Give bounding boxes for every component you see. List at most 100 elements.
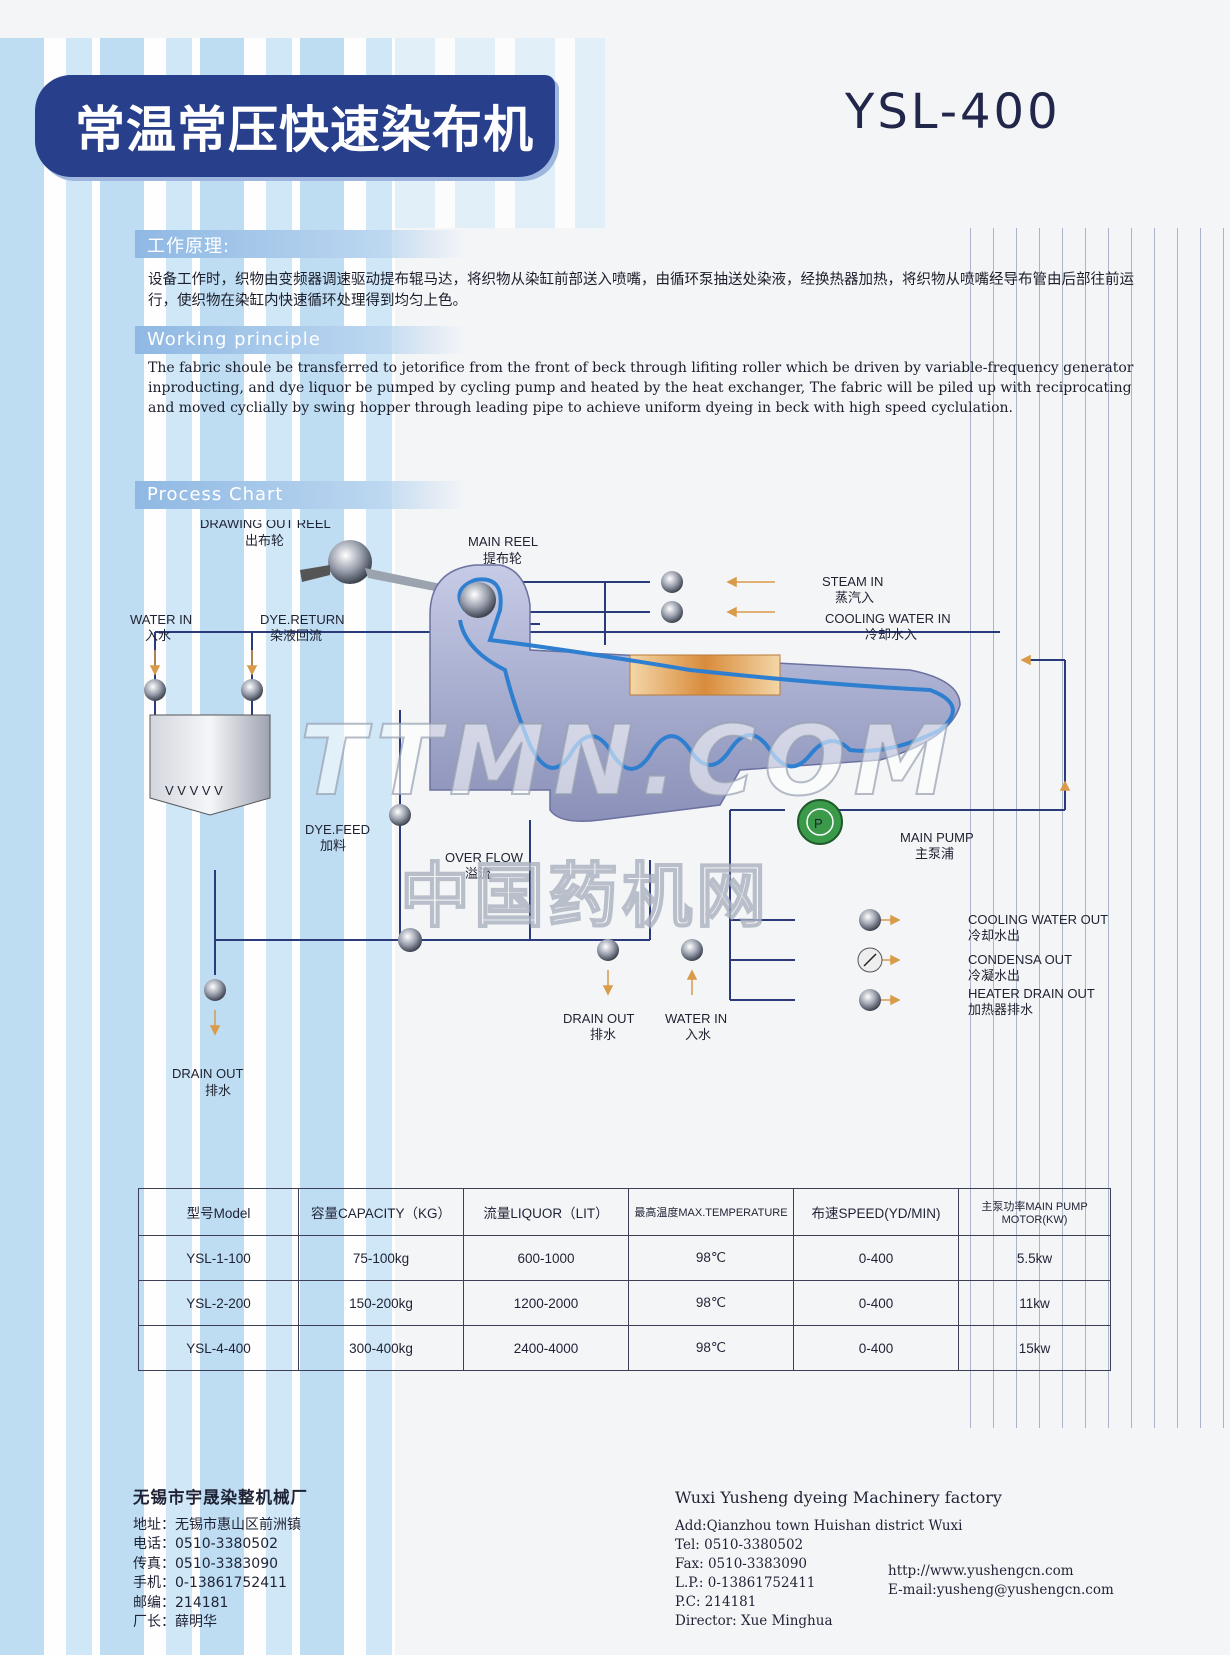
- principle-cn-text: 设备工作时，织物由变频器调速驱动提布辊马达，将织物从染缸前部送入喷嘴，由循环泵抽…: [148, 272, 1134, 309]
- section-label-principle-en: Working principle: [147, 329, 321, 350]
- page-title: 常温常压快速染布机: [75, 101, 534, 159]
- watermark-chinese: 中国药机网: [399, 854, 770, 938]
- label-steam-in: STEAM IN: [822, 574, 883, 589]
- table-cell: 600-1000: [463, 1235, 629, 1281]
- email-link[interactable]: E-mail:yusheng@yushengcn.com: [888, 1582, 1114, 1598]
- label-dye-feed-cn: 加料: [320, 838, 346, 853]
- label-drain-out-tank: DRAIN OUT: [172, 1066, 244, 1081]
- director-cn: 厂长：薛明华: [133, 1614, 217, 1630]
- label-main-reel: MAIN REEL: [468, 534, 538, 549]
- fax-cn: 传真：0510-3383090: [133, 1555, 279, 1572]
- label-main-pump: MAIN PUMP: [900, 830, 974, 845]
- label-dye-feed: DYE.FEED: [305, 822, 370, 837]
- label-condensa-out: CONDENSA OUT: [968, 952, 1072, 967]
- tel-cn: 电话：0510-3380502: [133, 1536, 279, 1552]
- label-drain-out-tank-cn: 排水: [205, 1083, 231, 1098]
- label-drawing-out-reel: DRAWING OUT REEL: [200, 520, 331, 531]
- principle-en-text: The fabric shoule be transferred to jeto…: [148, 360, 1134, 416]
- spec-table: 型号Model 容量CAPACITY（KG） 流量LIQUOR（LIT） 最高温…: [138, 1188, 1111, 1371]
- company-name-cn: 无锡市宇晟染整机械厂: [133, 1488, 308, 1507]
- pump-symbol: P: [814, 816, 823, 831]
- table-cell: 75-100kg: [298, 1235, 464, 1281]
- label-main-pump-cn: 主泵浦: [915, 846, 954, 861]
- table-cell: 98℃: [628, 1325, 794, 1371]
- website-link[interactable]: http://www.yushengcn.com: [888, 1563, 1074, 1579]
- main-pump-icon: [797, 799, 843, 845]
- label-water-in-cn: 入水: [145, 628, 171, 643]
- label-cooling-water-out: COOLING WATER OUT: [968, 912, 1108, 927]
- section-bar-process: [135, 481, 465, 509]
- table-cell: 0-400: [793, 1325, 959, 1371]
- table-cell: YSL-1-100: [138, 1235, 299, 1281]
- table-cell: 2400-4000: [463, 1325, 629, 1371]
- spec-header-temperature: 最高温度MAX.TEMPERATURE: [628, 1188, 794, 1236]
- spec-header-capacity: 容量CAPACITY（KG）: [298, 1188, 464, 1236]
- section-label-principle-cn: 工作原理:: [147, 236, 231, 257]
- label-cooling-water-in-cn: 冷却水入: [865, 627, 917, 642]
- table-cell: YSL-4-400: [138, 1325, 299, 1371]
- company-name-en: Wuxi Yusheng dyeing Machinery factory: [675, 1488, 1002, 1507]
- footer-web: http://www.yushengcn.com E-mail:yusheng@…: [888, 1562, 1114, 1600]
- spec-header-liquor: 流量LIQUOR（LIT）: [463, 1188, 629, 1236]
- spec-header-speed: 布速SPEED(YD/MIN): [793, 1188, 959, 1236]
- title-badge: [35, 75, 555, 177]
- table-cell: 98℃: [628, 1280, 794, 1326]
- label-over-flow: OVER FLOW: [445, 850, 524, 865]
- label-heater-drain-out: HEATER DRAIN OUT: [968, 986, 1095, 1001]
- watermark-latin: TTMN.COM: [299, 704, 958, 818]
- valve-icons: [144, 571, 881, 1011]
- label-water-in: WATER IN: [130, 612, 192, 627]
- lp-en: L.P.: 0-13861752411: [675, 1575, 816, 1591]
- label-dye-return: DYE.RETURN: [260, 612, 345, 627]
- section-bar-principle-en: [135, 326, 465, 354]
- label-dye-return-cn: 染液回流: [270, 628, 322, 643]
- drawing-out-reel-icon: [328, 540, 372, 584]
- fax-en: Fax: 0510-3383090: [675, 1556, 807, 1572]
- label-heater-drain-out-cn: 加热器排水: [968, 1002, 1033, 1017]
- label-water-in-vessel: WATER IN: [665, 1011, 727, 1026]
- table-cell: YSL-2-200: [138, 1280, 299, 1326]
- address-cn: 地址：无锡市惠山区前洲镇: [133, 1516, 301, 1533]
- mobile-cn: 手机：0-13861752411: [133, 1575, 287, 1591]
- stripe-background: [0, 38, 395, 1655]
- label-drawing-out-reel-cn: 出布轮: [245, 533, 284, 548]
- label-over-flow-cn: 溢流: [465, 866, 491, 881]
- director-en: Director: Xue Minghua: [675, 1613, 833, 1629]
- postcode-cn: 邮编：214181: [133, 1594, 229, 1611]
- table-cell: 98℃: [628, 1235, 794, 1281]
- label-main-reel-cn: 提布轮: [483, 551, 522, 566]
- footer-contact-en: Wuxi Yusheng dyeing Machinery factory Ad…: [675, 1488, 1002, 1631]
- table-row: YSL-4-400 300-400kg 2400-4000 98℃ 0-400 …: [138, 1325, 1111, 1371]
- section-label-process: Process Chart: [147, 484, 284, 505]
- table-cell: 300-400kg: [298, 1325, 464, 1371]
- table-cell: 1200-2000: [463, 1280, 629, 1326]
- label-condensa-out-cn: 冷凝水出: [968, 968, 1020, 983]
- model-number: YSL-400: [845, 84, 1061, 140]
- spec-header-model: 型号Model: [138, 1188, 299, 1236]
- footer-contact-cn: 无锡市宇晟染整机械厂 地址：无锡市惠山区前洲镇 电话：0510-3380502 …: [133, 1488, 308, 1633]
- spec-header-motor: 主泵功率MAIN PUMP MOTOR(KW): [958, 1188, 1111, 1236]
- process-chart-diagram: V V V V V P DRAWING OUT REEL 出布轮 MAIN RE…: [130, 520, 1108, 1098]
- dye-tank: [149, 714, 271, 816]
- table-cell: 15kw: [958, 1325, 1111, 1371]
- section-bar-principle-cn: [135, 230, 465, 258]
- address-en: Add:Qianzhou town Huishan district Wuxi: [675, 1518, 963, 1534]
- tank-level-marks: V V V V V: [165, 783, 223, 798]
- label-steam-in-cn: 蒸汽入: [835, 590, 874, 605]
- table-cell: 5.5kw: [958, 1235, 1111, 1281]
- table-cell: 150-200kg: [298, 1280, 464, 1326]
- table-cell: 0-400: [793, 1280, 959, 1326]
- spec-table-header-row: 型号Model 容量CAPACITY（KG） 流量LIQUOR（LIT） 最高温…: [138, 1188, 1111, 1236]
- label-cooling-water-out-cn: 冷却水出: [968, 928, 1020, 943]
- table-row: YSL-2-200 150-200kg 1200-2000 98℃ 0-400 …: [138, 1280, 1111, 1326]
- table-cell: 11kw: [958, 1280, 1111, 1326]
- label-water-in-vessel-cn: 入水: [685, 1027, 711, 1042]
- table-row: YSL-1-100 75-100kg 600-1000 98℃ 0-400 5.…: [138, 1235, 1111, 1281]
- pc-en: P.C: 214181: [675, 1594, 757, 1610]
- fabric-path: [457, 577, 955, 771]
- table-cell: 0-400: [793, 1235, 959, 1281]
- label-drain-out-vessel: DRAIN OUT: [563, 1011, 635, 1026]
- main-reel-icon: [460, 582, 496, 618]
- label-drain-out-vessel-cn: 排水: [590, 1027, 616, 1042]
- tel-en: Tel: 0510-3380502: [675, 1537, 804, 1553]
